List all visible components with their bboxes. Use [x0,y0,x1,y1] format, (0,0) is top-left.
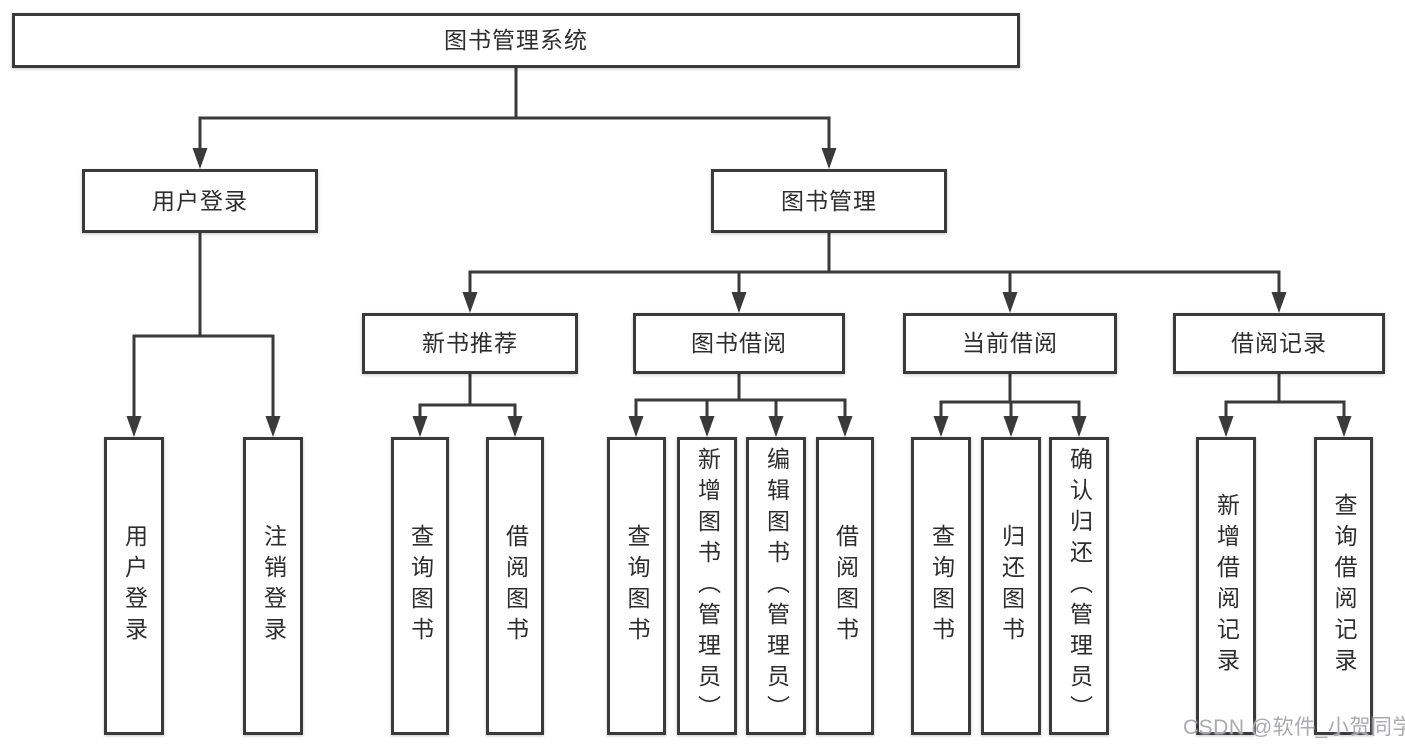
leaf-borrow-books-recommend: 借阅图书 [486,437,544,735]
leaf-user-login-label: 用户登录 [121,524,148,648]
leaf-query-books-borrow-label: 查询图书 [624,524,650,648]
node-current-borrow-label: 当前借阅 [962,330,1058,356]
node-new-book-recommend: 新书推荐 [362,313,578,374]
connector-strokes [132,66,1346,420]
leaf-logout-label: 注销登录 [260,524,287,648]
node-user-login-branch: 用户登录 [82,169,318,233]
node-user-login-branch-label: 用户登录 [152,187,248,214]
leaf-return-book-label: 归还图书 [998,524,1025,648]
leaf-borrow-books-borrow: 借阅图书 [816,437,874,735]
leaf-confirm-return-admin-label: 确认归还（管理员） [1066,446,1093,726]
leaf-confirm-return-admin: 确认归还（管理员） [1049,437,1109,735]
node-current-borrow: 当前借阅 [903,313,1117,374]
leaf-add-book-admin-label: 新增图书（管理员） [694,446,721,726]
leaf-add-book-admin: 新增图书（管理员） [677,437,737,735]
node-book-borrow-label: 图书借阅 [691,330,787,356]
leaf-edit-book-admin-label: 编辑图书（管理员） [763,446,790,726]
leaf-query-books-current: 查询图书 [911,437,971,735]
leaf-query-books-current-label: 查询图书 [928,524,955,648]
node-borrow-records-label: 借阅记录 [1231,330,1327,356]
leaf-return-book: 归还图书 [981,437,1041,735]
leaf-edit-book-admin: 编辑图书（管理员） [746,437,806,735]
arrowheads [126,148,1352,437]
leaf-query-books-recommend: 查询图书 [391,437,449,735]
leaf-borrow-books-recommend-label: 借阅图书 [502,524,529,648]
leaf-add-borrow-record-label: 新增借阅记录 [1213,493,1240,679]
leaf-query-books-recommend-label: 查询图书 [407,524,434,648]
node-borrow-records: 借阅记录 [1173,313,1385,374]
node-book-borrow: 图书借阅 [633,313,845,374]
leaf-user-login: 用户登录 [104,437,164,735]
node-root: 图书管理系统 [12,13,1020,68]
leaf-query-borrow-record: 查询借阅记录 [1314,437,1373,735]
leaf-query-books-borrow: 查询图书 [607,437,666,735]
leaf-query-borrow-record-label: 查询借阅记录 [1331,493,1357,679]
leaf-logout: 注销登录 [243,437,303,735]
leaf-add-borrow-record: 新增借阅记录 [1196,437,1256,735]
node-root-label: 图书管理系统 [444,27,588,53]
node-book-management-label: 图书管理 [781,187,877,214]
watermark-text: CSDN @软件_小贺同学 [1183,716,1405,739]
leaf-borrow-books-borrow-label: 借阅图书 [832,524,859,648]
node-new-book-recommend-label: 新书推荐 [422,330,518,356]
node-book-management: 图书管理 [711,169,947,233]
